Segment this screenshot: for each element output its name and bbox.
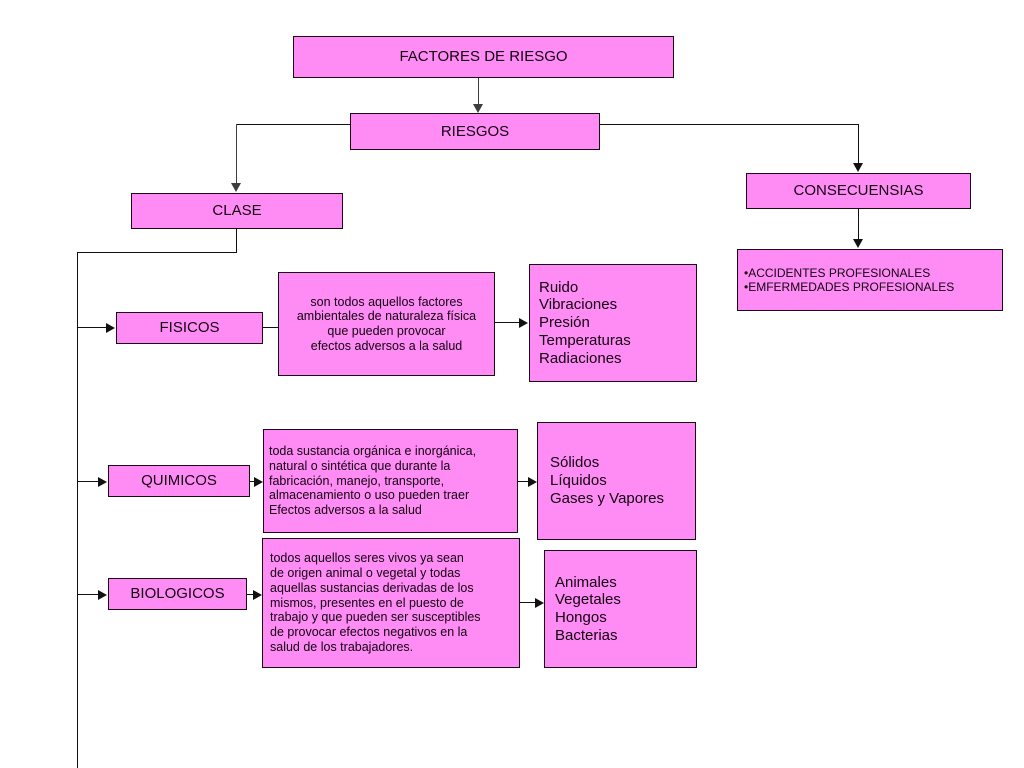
node-quimicos[interactable]: QUIMICOS bbox=[108, 465, 250, 497]
connector-trunk-to-biologicos bbox=[77, 594, 99, 595]
node-consecuensias-label: CONSECUENSIAS bbox=[793, 182, 924, 200]
connector-quimicos-description-to-items bbox=[518, 481, 530, 482]
node-fisicos-description-label: son todos aquellos factores ambientales … bbox=[296, 294, 477, 353]
connector-clase-down bbox=[236, 229, 237, 253]
node-fisicos[interactable]: FISICOS bbox=[116, 312, 263, 344]
node-consecuensias-items[interactable]: •ACCIDENTES PROFESIONALES •EMFERMEDADES … bbox=[737, 249, 1003, 311]
arrowhead-riesgos-to-clase bbox=[231, 183, 241, 192]
connector-biologicos-to-description bbox=[247, 594, 254, 595]
arrowhead-consecuensias-to-items bbox=[853, 239, 863, 248]
node-clase[interactable]: CLASE bbox=[131, 193, 343, 229]
node-consecuensias[interactable]: CONSECUENSIAS bbox=[746, 173, 971, 209]
node-fisicos-items[interactable]: Ruido Vibraciones Presión Temperaturas R… bbox=[529, 264, 697, 382]
connector-clase-to-trunk bbox=[77, 252, 237, 253]
connector-quimicos-to-description bbox=[250, 481, 255, 482]
arrowhead-trunk-to-quimicos bbox=[98, 477, 107, 487]
arrowhead-trunk-to-biologicos bbox=[98, 590, 107, 600]
node-factores-de-riesgo[interactable]: FACTORES DE RIESGO bbox=[293, 36, 674, 78]
node-biologicos-label: BIOLOGICOS bbox=[130, 585, 225, 603]
arrowhead-fisicos-description-to-items bbox=[519, 318, 528, 328]
node-riesgos-label: RIESGOS bbox=[440, 122, 510, 140]
arrowhead-riesgos-to-consecuensias bbox=[853, 163, 863, 172]
node-fisicos-label: FISICOS bbox=[159, 319, 220, 337]
connector-riesgos-to-clase-vertical bbox=[236, 124, 237, 184]
arrowhead-trunk-to-fisicos bbox=[106, 323, 115, 333]
node-biologicos[interactable]: BIOLOGICOS bbox=[108, 578, 247, 610]
node-biologicos-description[interactable]: todos aquellos seres vivos ya sean de or… bbox=[262, 538, 520, 668]
node-biologicos-items-label: Animales Vegetales Hongos Bacterias bbox=[555, 573, 621, 644]
connector-consecuensias-to-items bbox=[858, 209, 859, 240]
node-quimicos-label: QUIMICOS bbox=[141, 472, 217, 490]
arrowhead-quimicos-to-description bbox=[254, 477, 263, 487]
connector-fisicos-description-to-items bbox=[495, 322, 520, 323]
connector-fisicos-to-description bbox=[263, 327, 279, 328]
node-quimicos-description[interactable]: toda sustancia orgánica e inorgánica, na… bbox=[263, 429, 518, 533]
node-fisicos-description[interactable]: son todos aquellos factores ambientales … bbox=[278, 272, 495, 376]
node-clase-label: CLASE bbox=[212, 202, 262, 220]
connector-riesgos-left-horizontal bbox=[236, 124, 351, 125]
node-biologicos-items[interactable]: Animales Vegetales Hongos Bacterias bbox=[544, 550, 697, 668]
arrowhead-quimicos-description-to-items bbox=[528, 477, 537, 487]
connector-trunk-vertical bbox=[77, 252, 78, 768]
connector-riesgos-to-consecuensias-vertical bbox=[858, 124, 859, 164]
node-quimicos-items-label: Sólidos Líquidos Gases y Vapores bbox=[550, 454, 664, 507]
arrowhead-biologicos-to-description bbox=[253, 590, 262, 600]
connector-riesgos-right-horizontal bbox=[600, 124, 859, 125]
node-quimicos-items[interactable]: Sólidos Líquidos Gases y Vapores bbox=[537, 422, 696, 540]
node-biologicos-description-label: todos aquellos seres vivos ya sean de or… bbox=[270, 551, 481, 654]
node-consecuensias-items-label: •ACCIDENTES PROFESIONALES •EMFERMEDADES … bbox=[744, 265, 955, 294]
arrowhead-biologicos-description-to-items bbox=[535, 598, 544, 608]
connector-trunk-to-fisicos bbox=[77, 327, 107, 328]
connector-biologicos-description-to-items bbox=[520, 602, 536, 603]
node-riesgos[interactable]: RIESGOS bbox=[350, 113, 600, 150]
connector-trunk-to-quimicos bbox=[77, 481, 99, 482]
node-fisicos-items-label: Ruido Vibraciones Presión Temperaturas R… bbox=[539, 278, 631, 367]
node-quimicos-description-label: toda sustancia orgánica e inorgánica, na… bbox=[269, 444, 477, 518]
node-factores-de-riesgo-label: FACTORES DE RIESGO bbox=[399, 48, 568, 66]
connector-factores-to-riesgos bbox=[478, 78, 479, 105]
arrowhead-factores-to-riesgos bbox=[473, 104, 483, 113]
